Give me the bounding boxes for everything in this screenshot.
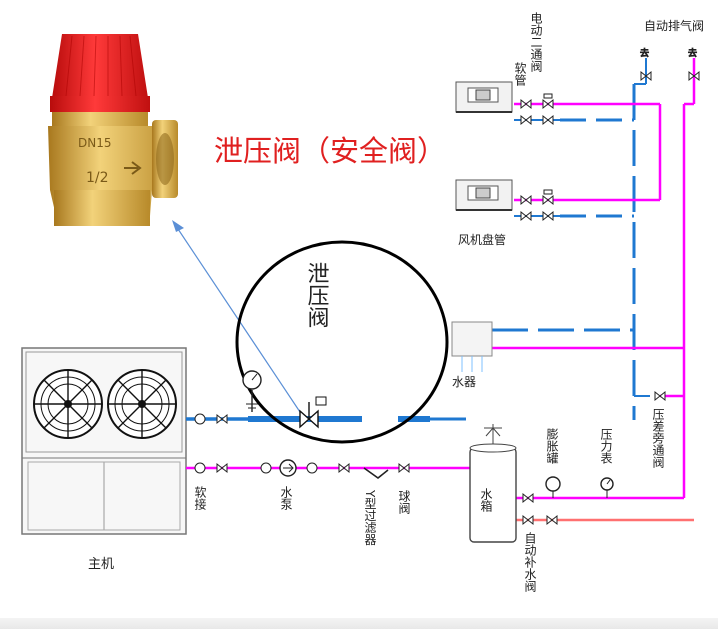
fan-coil-top-icon xyxy=(456,82,512,112)
valve-size-text: 1/2 xyxy=(86,170,109,186)
electric-two-way-valve-label: 电动二通阀 xyxy=(529,12,543,73)
svg-text:去: 去 xyxy=(640,47,649,59)
valve-dn-text: DN15 xyxy=(78,136,112,150)
fan-coil-bottom-icon xyxy=(456,180,512,210)
y-filter-label: Y型过滤器 xyxy=(363,489,377,546)
pressure-gauge-main-icon xyxy=(243,371,261,412)
auto-air-vent-label: 自动排气阀 xyxy=(644,18,704,33)
auto-refill-valve-label: 自动补水阀 xyxy=(523,532,537,593)
soft-tube-label: 软管 xyxy=(513,62,527,87)
relief-valve-highlight-circle xyxy=(237,242,447,442)
bottom-strip xyxy=(0,618,718,629)
pressure-gauge-icon xyxy=(601,478,613,498)
supply-pipe xyxy=(186,58,650,420)
pump-label: 水泵 xyxy=(279,486,293,510)
relief-valve-symbol-icon xyxy=(300,397,326,427)
fan-left-icon xyxy=(34,370,102,438)
soft-joint-label: 软接 xyxy=(193,486,207,510)
water-tank xyxy=(470,424,516,542)
bypass-valve-label: 压差旁通阀 xyxy=(651,408,665,469)
expansion-tank-icon xyxy=(546,477,560,498)
main-unit-label: 主机 xyxy=(88,557,114,572)
pointer-arrow xyxy=(172,220,300,412)
pressure-gauge-label: 压力表 xyxy=(599,428,613,464)
ball-valve-label: 球阀 xyxy=(397,490,411,515)
svg-text:去: 去 xyxy=(688,47,697,59)
water-distributor xyxy=(452,322,492,372)
expansion-tank-label: 膨胀罐 xyxy=(545,428,559,465)
relief-valve-circle-label: 泄压阀 xyxy=(304,262,330,328)
main-unit xyxy=(22,348,186,534)
fan-right-icon xyxy=(108,370,176,438)
relief-valve-picture: DN15 1/2 xyxy=(48,34,178,226)
fan-coil-label: 风机盘管 xyxy=(458,232,506,247)
water-tank-label: 水箱 xyxy=(479,488,493,512)
water-device-label: 水器 xyxy=(452,375,476,389)
air-vent-icons: 去 去 xyxy=(640,47,699,80)
